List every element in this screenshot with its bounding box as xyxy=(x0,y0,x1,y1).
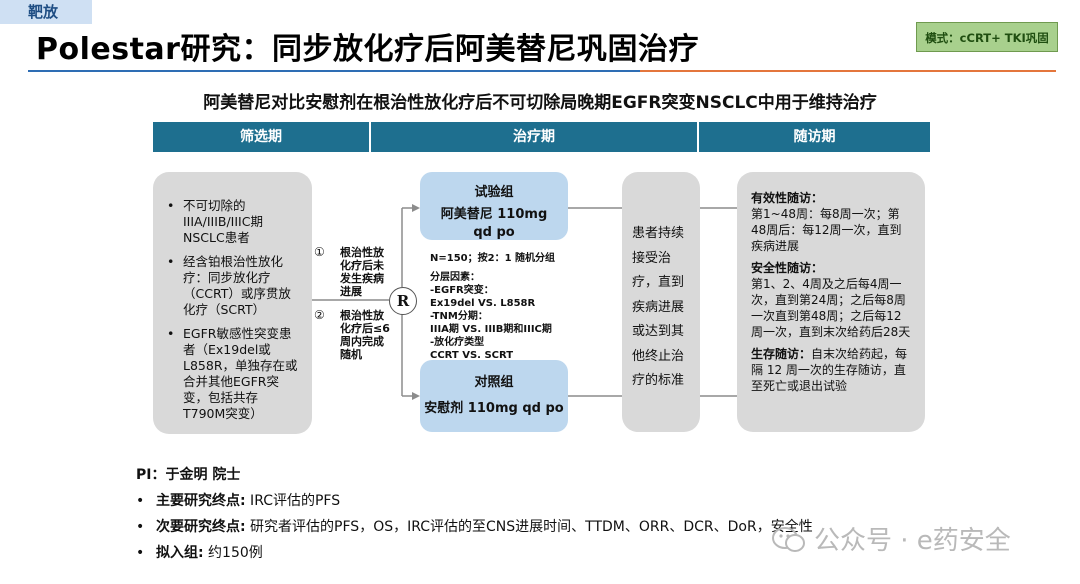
followup-safety: 安全性随访：第1、2、4周及之后每4周一次，直到第24周；之后每8周一次直到第4… xyxy=(751,261,911,339)
followup-efficacy: 有效性随访：第1~48周：每8周一次；第48周后：每12周一次，直到疾病进展 xyxy=(751,191,902,253)
followup-survival: 生存随访：自末次给药起，每隔 12 周一次的生存随访，直至死亡或退出试验 xyxy=(751,347,908,393)
watermark-text: 公众号 · e药安全 xyxy=(814,526,1011,556)
factor-line: -TNM分期： xyxy=(430,311,488,322)
criteria-item: •不可切除的IIIA/IIIB/IIIC期NSCLC患者 xyxy=(167,198,263,245)
stratification-factors: N=150；按2：1 随机分组 分层因素： -EGFR突变： Ex19del V… xyxy=(430,252,620,362)
control-arm-label: 对照组 xyxy=(474,375,514,390)
criteria-item: •经含铂根治性放化疗：同步放化疗（CCRT）或序贯放化疗（SCRT） xyxy=(167,254,291,317)
study-summary: PI：于金明 院士 •主要研究终点: IRC评估的PFS •次要研究终点: 研究… xyxy=(136,462,936,566)
secondary-endpoints: •次要研究终点: 研究者评估的PFS，OS，IRC评估的至CNS进展时间、TTD… xyxy=(136,519,813,535)
factor-line: Ex19del VS. L858R xyxy=(430,298,536,309)
criteria-item: •EGFR敏感性突变患者（Ex19del或L858R，单独存在或合并其他EGFR… xyxy=(167,326,298,421)
primary-endpoint: •主要研究终点: IRC评估的PFS xyxy=(136,493,341,509)
control-arm-box: 对照组 安慰剂 110mg qd po xyxy=(420,360,568,432)
factor-line: IIIA期 VS. IIIB期和IIIC期 xyxy=(430,324,552,335)
slide-title: Polestar研究：同步放化疗后阿美替尼巩固治疗 xyxy=(36,32,699,67)
experimental-arm-drug: 阿美替尼 110mg qd po xyxy=(440,207,548,240)
category-tag: 靶放 xyxy=(0,0,92,24)
factor-line: CCRT VS. SCRT xyxy=(430,350,514,361)
randomization-symbol: R xyxy=(389,287,417,315)
factor-line: -EGFR突变： xyxy=(430,285,494,296)
phase-header-followup: 随访期 xyxy=(699,122,930,152)
followup-box: 有效性随访：第1~48周：每8周一次；第48周后：每12周一次，直到疾病进展 安… xyxy=(737,172,925,432)
factor-line: 分层因素： xyxy=(430,272,480,283)
wechat-icon xyxy=(772,527,805,552)
factor-line: -放化疗类型 xyxy=(430,337,485,348)
screening-criteria-box: •不可切除的IIIA/IIIB/IIIC期NSCLC患者 •经含铂根治性放化疗：… xyxy=(153,172,312,434)
continue-treatment-box: 患者持续接受治疗，直到疾病进展或达到其他终止治疗的标准 xyxy=(622,172,700,432)
slide-subtitle: 阿美替尼对比安慰剂在根治性放化疗后不可切除局晚期EGFR突变NSCLC中用于维持… xyxy=(203,93,877,113)
planned-enrollment: •拟入组: 约150例 xyxy=(136,545,263,561)
principal-investigator: PI：于金明 院士 xyxy=(136,467,241,483)
experimental-arm-box: 试验组 阿美替尼 110mg qd po xyxy=(420,172,568,240)
phase-header-screening: 筛选期 xyxy=(153,122,369,152)
mode-badge: 模式：cCRT+ TKI巩固 xyxy=(916,22,1058,52)
experimental-arm-label: 试验组 xyxy=(474,185,514,200)
sample-size: N=150；按2：1 随机分组 xyxy=(430,253,556,264)
phase-header-treatment: 治疗期 xyxy=(371,122,697,152)
control-arm-drug: 安慰剂 110mg qd po xyxy=(424,401,564,416)
